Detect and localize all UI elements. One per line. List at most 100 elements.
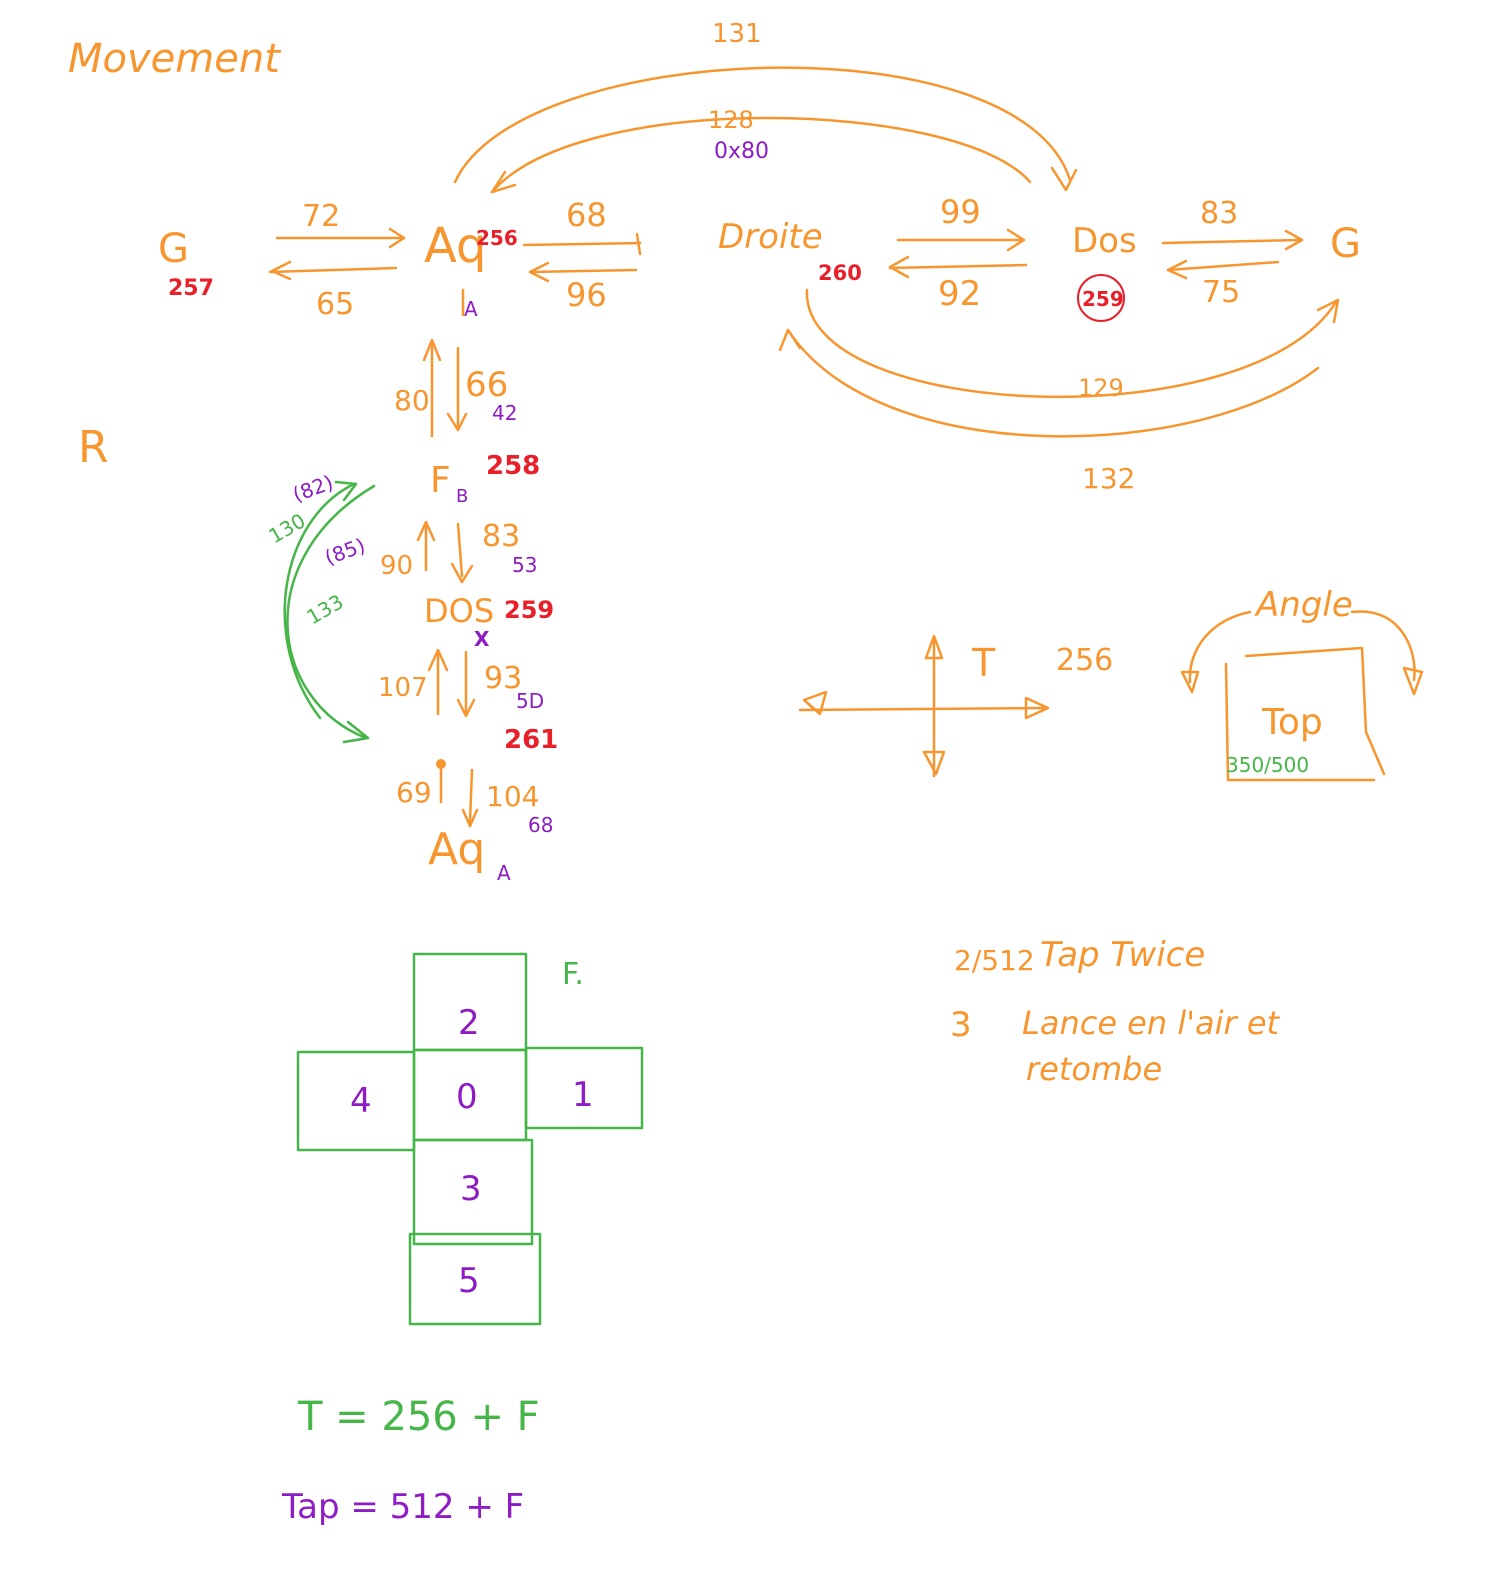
arc-g-to-droite [778, 328, 1320, 438]
label-f-down: 83 [482, 519, 520, 554]
state-aq-bottom: Aq [428, 824, 485, 875]
arrow-vertical-dos-up [427, 648, 449, 716]
arrow-vertical-f-down [450, 522, 474, 584]
cube-face-left [296, 1050, 416, 1152]
cube-label: F. [562, 957, 584, 992]
formula-t: T = 256 + F [297, 1394, 540, 1440]
label-green-outer: 130 [265, 508, 310, 548]
note-line3: retombe [1026, 1050, 1162, 1088]
cube-face-below [412, 1138, 534, 1246]
arrow-g-to-dos [1166, 259, 1280, 280]
label-dos-to-droite: 92 [938, 274, 981, 314]
state-dos-right-code: 259 [1082, 287, 1124, 311]
arrow-aq-to-droite [522, 232, 642, 256]
arrow-vertical-aq-up [422, 338, 442, 438]
note-line1-prefix: 2/512 [954, 944, 1035, 977]
label-green-inner: 133 [303, 589, 348, 629]
arc-droite-to-g [805, 288, 1340, 399]
label-droite-to-aq: 96 [566, 276, 607, 314]
cube-face-right [524, 1046, 644, 1130]
cube-face-3: 3 [460, 1169, 482, 1209]
state-aq-top-code: 256 [476, 226, 518, 250]
label-aq-to-droite: 68 [566, 196, 607, 234]
label-aq-up: 80 [394, 384, 430, 417]
arrow-vertical-aq-b-down [461, 768, 479, 828]
label-arc-outer-top: 131 [712, 19, 762, 49]
state-dos-mid-sub: X [474, 627, 490, 651]
cube-face-4: 4 [350, 1081, 372, 1121]
label-arc-outer-bottom: 132 [1082, 462, 1135, 495]
arrow-dos-to-g [1161, 229, 1304, 251]
label-aq-to-g: 65 [316, 287, 354, 322]
label-aq-down: 66 [465, 365, 508, 405]
state-droite-code: 260 [818, 261, 862, 285]
arc-green-outer [286, 484, 376, 744]
arrow-vertical-aq-b-up [436, 759, 446, 804]
state-dos-right: Dos [1072, 221, 1137, 261]
state-droite: Droite [718, 217, 823, 257]
label-f-down-sub: 53 [512, 553, 537, 577]
note-line2: Lance en l'air et [1022, 1004, 1281, 1042]
arrow-vertical-dos-down [456, 650, 476, 718]
label-dos-up: 107 [378, 673, 428, 703]
label-aq-b-down: 104 [486, 780, 539, 813]
t-value: 256 [1056, 643, 1113, 678]
arrow-vertical-f-up [416, 520, 436, 572]
state-dos-right-code-circle [1077, 274, 1125, 322]
state-f-code: 258 [486, 451, 540, 481]
cube-net [296, 952, 644, 1326]
label-dos-down: 93 [484, 661, 522, 696]
title-movement: Movement [68, 36, 281, 82]
label-dos-down-sub: 5D [516, 689, 544, 713]
state-g-left: G [158, 226, 189, 272]
angle-arrow-left [1180, 610, 1252, 694]
label-arc-inner-bottom: 129 [1078, 374, 1124, 402]
label-green-inner-paren: (85) [322, 533, 369, 570]
arc-aq-to-dos-outer [453, 66, 1078, 192]
label-aq-b-down-sub: 68 [528, 813, 553, 837]
arrow-dos-to-droite [888, 255, 1028, 279]
angle-label: Angle [1254, 585, 1353, 625]
state-aq-top-sub: A [464, 297, 478, 321]
state-aq-top: Aq [424, 218, 486, 274]
state-f: F [430, 460, 451, 501]
state-dos-mid-code: 259 [504, 596, 554, 624]
label-g-to-aq: 72 [302, 199, 340, 234]
label-arc-inner-top: 128 [708, 106, 754, 134]
section-label-r: R [78, 422, 109, 473]
label-droite-to-dos: 99 [940, 193, 981, 231]
state-dos-mid: DOS [424, 592, 494, 630]
arrow-droite-to-dos [896, 228, 1026, 252]
cube-face-1: 1 [572, 1075, 594, 1115]
label-aq-b-up: 69 [396, 776, 432, 809]
cube-face-2: 2 [458, 1003, 480, 1043]
label-aq-down-sub: 42 [492, 401, 517, 425]
note-line1: Tap Twice [1040, 935, 1205, 975]
label-g-to-dos: 75 [1202, 275, 1240, 310]
label-arc-inner-top-hex: 0x80 [714, 139, 769, 164]
arc-dos-to-aq-inner [490, 116, 1032, 194]
top-values: 350/500 [1226, 753, 1309, 777]
top-label: Top [1261, 702, 1323, 743]
code-261: 261 [504, 725, 558, 755]
label-dos-to-g: 83 [1200, 196, 1238, 231]
cube-face-bottom [408, 1232, 542, 1326]
state-f-sub: B [456, 486, 468, 507]
t-axis-cross [798, 634, 1050, 778]
top-box [1224, 646, 1386, 782]
cube-face-0: 0 [456, 1077, 478, 1117]
state-aq-bottom-sub: A [497, 861, 511, 885]
t-label: T [971, 641, 996, 685]
arrow-aq-to-g [268, 260, 398, 281]
angle-arrow-right [1350, 610, 1424, 696]
note-line2-number: 3 [950, 1005, 972, 1045]
label-f-up: 90 [380, 551, 413, 581]
formula-tap: Tap = 512 + F [281, 1487, 524, 1527]
cube-face-5: 5 [458, 1261, 480, 1301]
arc-green-inner [283, 480, 358, 720]
arrow-g-to-aq [275, 227, 406, 249]
arrow-droite-to-aq [528, 261, 638, 283]
state-g-left-code: 257 [168, 276, 214, 301]
state-g-right: G [1330, 221, 1361, 267]
